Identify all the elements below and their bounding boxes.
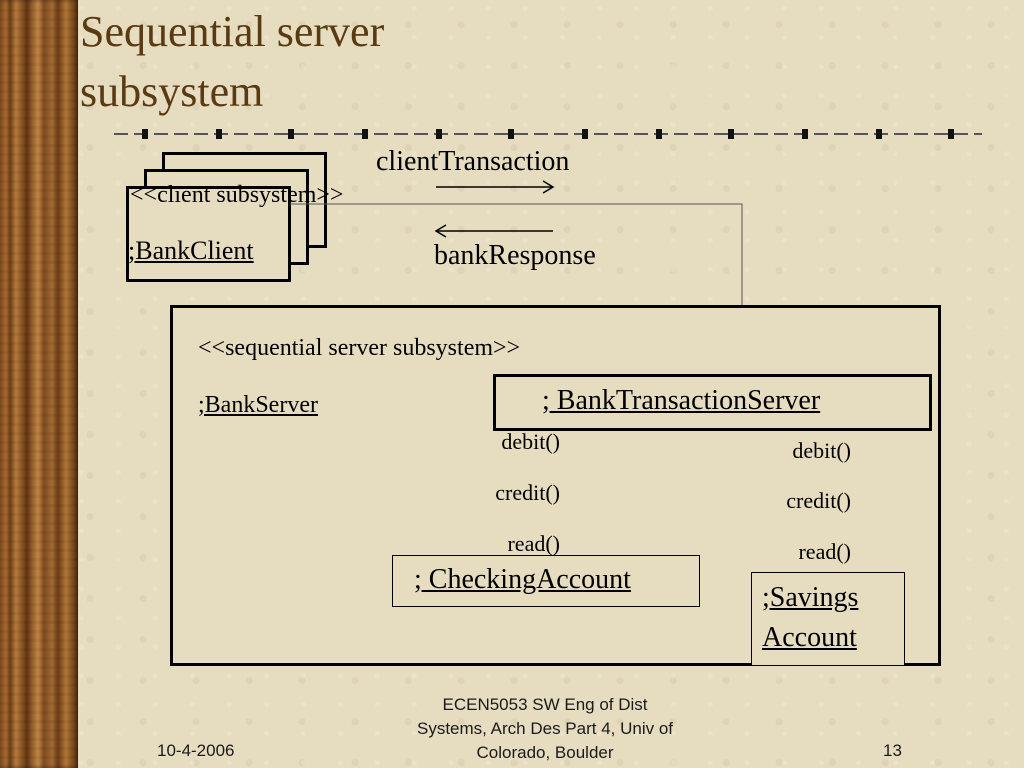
bank-transaction-server-label: ; BankTransactionServer bbox=[542, 385, 821, 416]
savings-debit-op: debit() bbox=[792, 438, 851, 463]
title-divider bbox=[114, 129, 982, 139]
message-bank-response: bankResponse bbox=[434, 240, 596, 271]
title-line-1: Sequential server bbox=[80, 7, 385, 56]
bank-transaction-server-box bbox=[493, 374, 932, 431]
client-stereotype: <<client subsystem>> bbox=[130, 182, 344, 208]
message-client-transaction: clientTransaction bbox=[376, 146, 570, 177]
slide-title: Sequential server subsystem bbox=[80, 2, 384, 122]
footer-course-line-1: ECEN5053 SW Eng of Dist bbox=[442, 695, 648, 714]
footer-course-line-3: Colorado, Boulder bbox=[476, 743, 614, 762]
savings-account-box bbox=[751, 572, 905, 666]
footer-page-number: 13 bbox=[883, 741, 902, 760]
savings-credit-op: credit() bbox=[786, 488, 851, 513]
checking-credit-op: credit() bbox=[495, 480, 560, 505]
title-line-2: subsystem bbox=[80, 67, 264, 116]
footer-date: 10-4-2006 bbox=[157, 741, 235, 760]
footer-course-line-2: Systems, Arch Des Part 4, Univ of bbox=[416, 719, 674, 738]
client-box bbox=[126, 186, 291, 282]
wood-border-decoration bbox=[0, 0, 78, 768]
savings-account-label-line-2: Account bbox=[762, 622, 857, 653]
footer-course: ECEN5053 SW Eng of Dist Systems, Arch De… bbox=[380, 693, 710, 765]
server-name: ;BankServer bbox=[198, 392, 318, 418]
checking-read-op: read() bbox=[507, 531, 560, 556]
savings-read-op: read() bbox=[798, 539, 851, 564]
client-name: ;BankClient bbox=[128, 236, 254, 265]
checking-account-label: ; CheckingAccount bbox=[414, 564, 631, 595]
server-stereotype: <<sequential server subsystem>> bbox=[198, 335, 521, 361]
savings-account-label-line-1: ;Savings bbox=[762, 582, 859, 613]
checking-account-box bbox=[392, 555, 700, 607]
checking-debit-op: debit() bbox=[501, 429, 560, 454]
